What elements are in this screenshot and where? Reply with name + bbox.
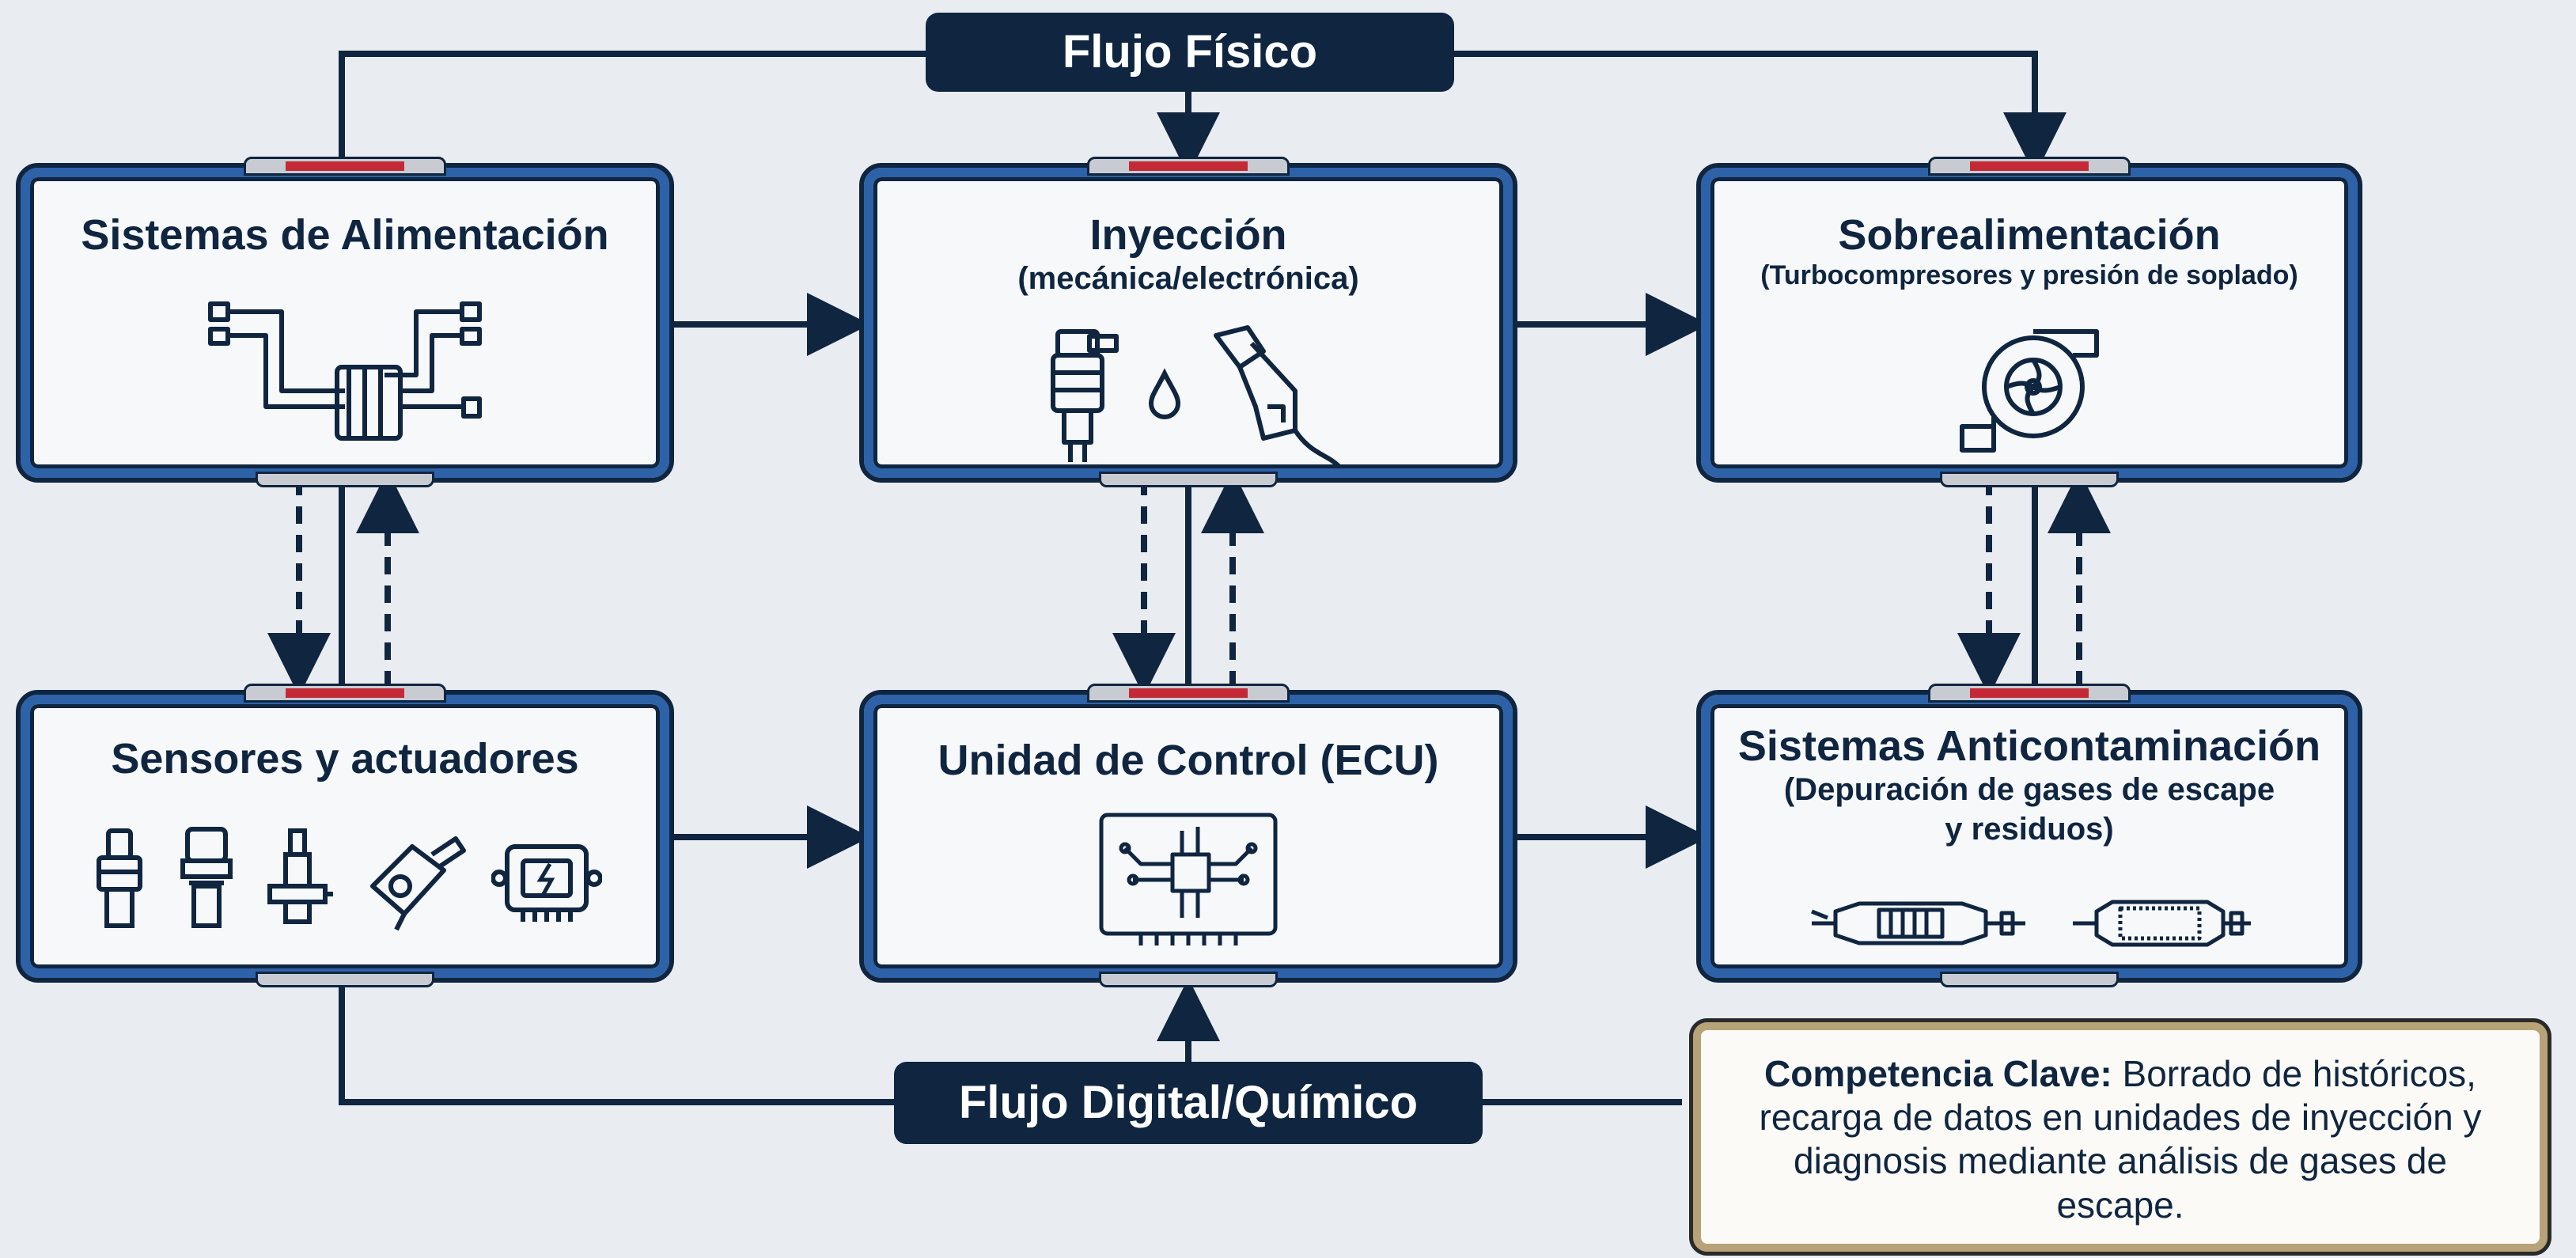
box-bottom-tab — [256, 472, 434, 487]
box-title: Sistemas de Alimentación — [81, 211, 609, 259]
actuator-module-icon — [491, 844, 602, 922]
box-subtitle: (Turbocompresores y presión de soplado) — [1760, 260, 2298, 291]
box-ecu: Unidad de Control (ECU) — [859, 684, 1517, 987]
camshaft-sensor-icon — [370, 836, 466, 931]
turbocharger-icon — [1960, 329, 2099, 453]
box-subtitle: (mecánica/electrónica) — [1017, 261, 1359, 297]
note-text: Borrado de históricos, recarga de datos … — [1759, 1053, 2482, 1226]
note-key-label: Competencia Clave: — [1764, 1053, 2112, 1094]
box-anticontaminacion: Sistemas Anticontaminación (Depuración d… — [1696, 684, 2362, 987]
box-top-tab — [244, 684, 446, 703]
physical-flow-left-line — [339, 51, 926, 166]
connector-sensor-icon — [180, 827, 233, 928]
box-bottom-tab — [1099, 972, 1278, 987]
box-alimentacion: Sistemas de Alimentación — [16, 157, 674, 487]
icon-row — [1710, 888, 2348, 959]
fuel-injector-icon — [1051, 329, 1119, 462]
box-top-tab — [244, 157, 446, 176]
lambda-sensor-icon — [267, 828, 333, 924]
physical-flow-label: Flujo Físico — [926, 13, 1454, 92]
digital-flow-left-line — [339, 978, 894, 1105]
box-bottom-tab — [1940, 972, 2119, 987]
box-title: Sobrealimentación — [1838, 211, 2221, 259]
box-title: Sensores y actuadores — [111, 735, 579, 782]
box-title: Sistemas Anticontaminación — [1737, 722, 2321, 770]
icon-row — [30, 823, 660, 934]
box-top-tab — [1928, 684, 2131, 703]
box-title: Inyección — [1089, 211, 1287, 259]
fuel-drop-icon — [1148, 368, 1181, 419]
box-title: Unidad de Control (ECU) — [938, 737, 1439, 784]
icon-row — [873, 807, 1503, 949]
box-bottom-tab — [256, 972, 434, 987]
physical-flow-text: Flujo Físico — [1062, 26, 1318, 78]
box-top-tab — [1087, 157, 1290, 176]
box-top-tab — [1928, 157, 2131, 176]
box-sensores: Sensores y actuadores — [16, 684, 674, 987]
digital-flow-label: Flujo Digital/Químico — [894, 1062, 1483, 1144]
icon-row — [30, 280, 660, 446]
key-competence-note: Competencia Clave: Borrado de históricos… — [1689, 1018, 2551, 1256]
box-subtitle-line2: y residuos) — [1945, 812, 2114, 847]
sensor-icon — [97, 828, 142, 928]
box-subtitle-line1: (Depuración de gases de escape — [1783, 772, 2275, 808]
box-inyeccion: Inyección (mecánica/electrónica) — [859, 157, 1517, 487]
fuel-rail-pump-icon — [208, 301, 482, 441]
fuel-nozzle-icon — [1214, 325, 1341, 468]
physical-flow-right-line — [1454, 51, 2066, 176]
box-bottom-tab — [1940, 472, 2119, 487]
icon-row — [1710, 316, 2348, 458]
box-bottom-tab — [1099, 472, 1278, 487]
box-sobrealimentacion: Sobrealimentación (Turbocompresores y pr… — [1696, 157, 2362, 487]
particulate-filter-icon — [2073, 900, 2251, 947]
box-top-tab — [1087, 684, 1290, 703]
catalytic-converter-icon — [1811, 901, 2025, 945]
digital-flow-text: Flujo Digital/Químico — [959, 1077, 1418, 1128]
icon-row — [873, 320, 1503, 470]
circuit-board-icon — [1099, 813, 1278, 945]
